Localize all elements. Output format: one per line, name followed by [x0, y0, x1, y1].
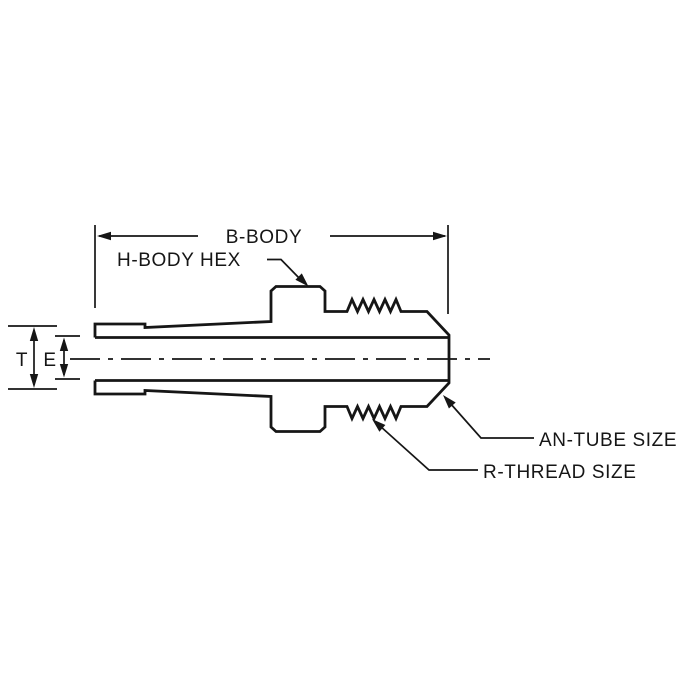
h-body-hex-callout: H-BODY HEX	[117, 250, 309, 287]
e-arrow-down-icon	[59, 364, 69, 378]
e-label: E	[43, 350, 56, 371]
h-body-hex-label: H-BODY HEX	[117, 250, 241, 271]
h-body-hex-arrow-icon	[295, 273, 309, 287]
b-body-label: B-BODY	[226, 227, 302, 248]
an-tube-size-arrow-icon	[443, 395, 456, 409]
r-thread-size-leader-line	[379, 425, 478, 471]
t-label: T	[16, 350, 28, 371]
b-body-arrow-left-icon	[97, 231, 111, 241]
fitting-body-outline	[93, 285, 451, 433]
t-dimension: T	[8, 325, 57, 390]
r-thread-size-label: R-THREAD SIZE	[483, 462, 636, 483]
h-body-hex-leader-line	[267, 258, 303, 282]
r-thread-size-callout: R-THREAD SIZE	[372, 419, 636, 483]
b-body-arrow-right-icon	[433, 231, 447, 241]
an-tube-size-label: AN-TUBE SIZE	[539, 430, 677, 451]
t-arrow-down-icon	[29, 374, 39, 388]
t-arrow-up-icon	[29, 327, 39, 341]
r-thread-size-arrow-icon	[372, 419, 386, 432]
an-tube-size-leader-line	[449, 402, 534, 439]
e-dimension: E	[43, 335, 80, 380]
e-arrow-up-icon	[59, 337, 69, 351]
b-body-dimension: B-BODY	[94, 225, 449, 314]
an-tube-size-callout: AN-TUBE SIZE	[443, 395, 677, 451]
